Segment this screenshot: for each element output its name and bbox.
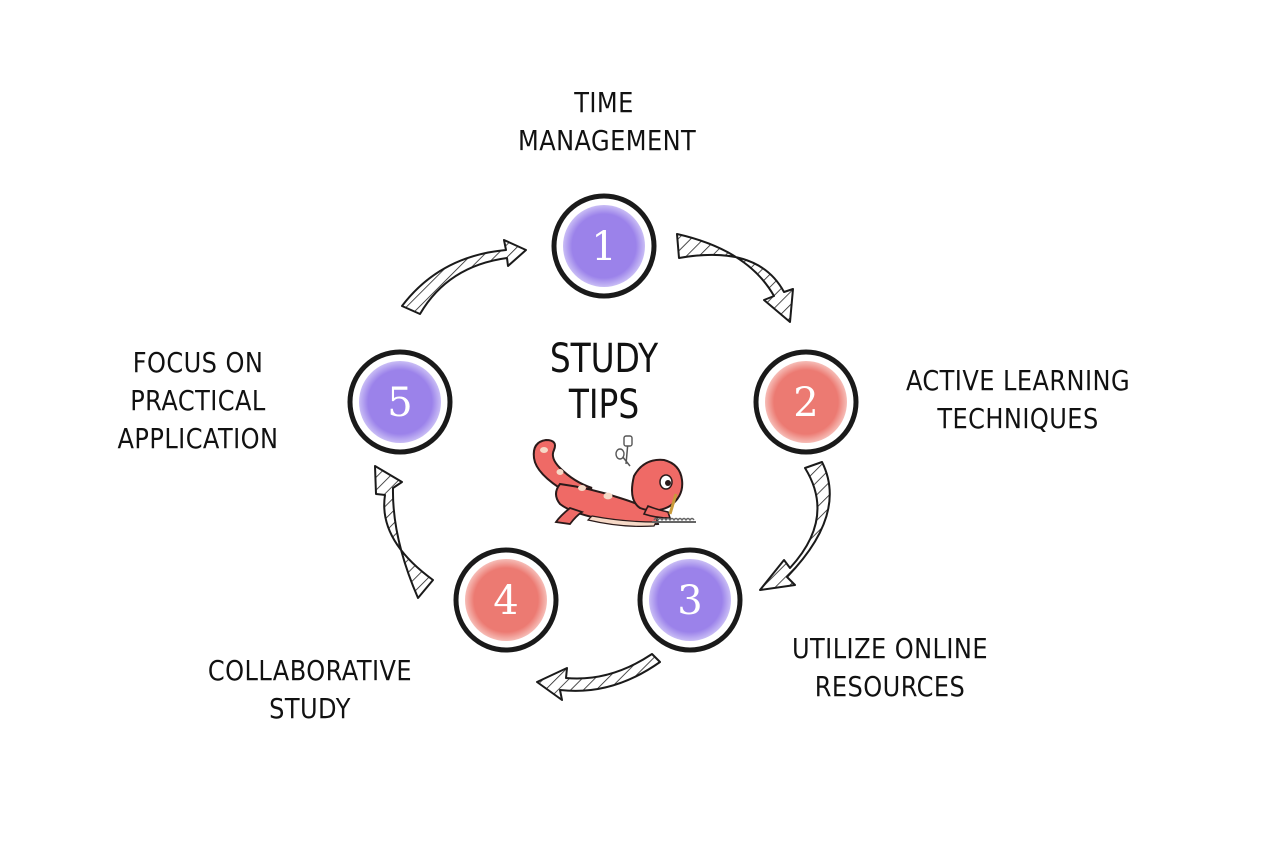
step-1-line-2: MANAGEMENT [518,124,697,157]
cycle-arrows [374,233,831,701]
step-number: 1 [591,224,616,270]
step-circle-fill [563,205,645,287]
step-label-5: FOCUS ON PRACTICAL APPLICATION [103,344,292,458]
step-circle-2: 2 [753,349,859,455]
step-circle-1: 1 [551,193,657,299]
title-line-1: STUDY [549,336,659,382]
step-label-3: UTILIZE ONLINE RESOURCES [787,630,993,706]
step-3-line-2: RESOURCES [814,670,966,703]
step-1-line-1: TIME [574,86,634,119]
step-5-line-1: FOCUS ON [132,346,264,379]
step-circle-5: 5 [347,349,453,455]
step-5-line-2: PRACTICAL [130,384,266,417]
step-circle-3: 3 [637,547,743,653]
hatched-curved-arrow-icon [676,233,794,323]
hatched-curved-arrow-icon [536,653,661,701]
page-title: STUDY TIPS [522,336,686,428]
step-2-line-2: TECHNIQUES [937,402,1099,435]
step-circle-fill [649,559,731,641]
step-label-2: ACTIVE LEARNING TECHNIQUES [899,362,1136,438]
step-label-1: TIME MANAGEMENT [518,84,697,160]
step-5-line-3: APPLICATION [117,422,279,455]
step-number: 2 [793,380,818,426]
step-circle-4: 4 [453,547,559,653]
hatched-curved-arrow-icon [401,239,527,315]
step-number: 4 [493,578,518,624]
title-line-2: TIPS [568,382,640,428]
step-label-4: COLLABORATIVE STUDY [207,652,413,728]
step-circle-fill [359,361,441,443]
hatched-curved-arrow-icon [759,461,831,591]
step-4-line-2: STUDY [269,692,351,725]
step-circle-fill [465,559,547,641]
step-number: 5 [387,380,412,426]
step-circle-fill [765,361,847,443]
salamander-writing-icon [532,435,696,527]
step-3-line-1: UTILIZE ONLINE [791,632,989,665]
hatched-curved-arrow-icon [374,465,434,599]
step-4-line-1: COLLABORATIVE [207,654,413,687]
step-number: 3 [677,578,702,624]
step-2-line-1: ACTIVE LEARNING [905,364,1131,397]
